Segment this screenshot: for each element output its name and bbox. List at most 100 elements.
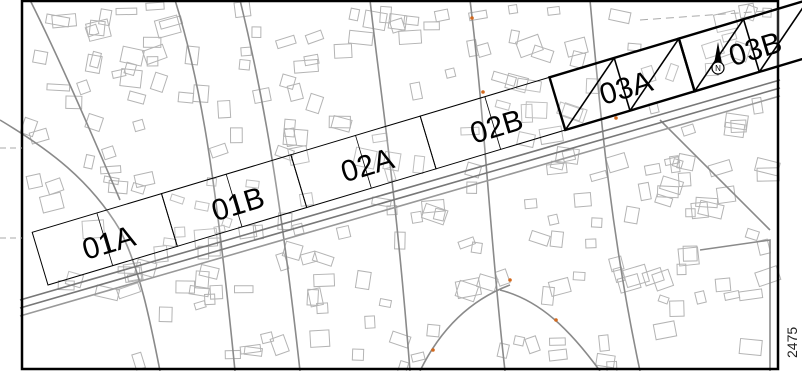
- building-block: [622, 263, 651, 289]
- building-block: [371, 196, 392, 208]
- building-block: [540, 285, 555, 306]
- building-block: [466, 181, 478, 194]
- building-block: [548, 348, 568, 362]
- building-block: [153, 245, 169, 264]
- building-block: [524, 335, 541, 355]
- building-block: [127, 90, 147, 105]
- building-block: [530, 44, 555, 64]
- building-block: [221, 216, 233, 229]
- building-block: [84, 23, 100, 38]
- building-block: [354, 269, 372, 291]
- building-block: [142, 36, 162, 48]
- building-block: [177, 91, 195, 104]
- building-block: [595, 352, 616, 369]
- boundary-line: [639, 9, 781, 21]
- map-marker: [614, 116, 618, 120]
- map-marker: [431, 348, 435, 352]
- building-block: [333, 43, 353, 59]
- building-block: [682, 245, 698, 262]
- building-block: [348, 7, 361, 22]
- building-block: [364, 315, 376, 329]
- road: [239, 0, 301, 371]
- building-block: [81, 219, 106, 240]
- building-block: [756, 238, 772, 256]
- building-block: [496, 342, 510, 359]
- building-block: [145, 1, 165, 11]
- building-block: [309, 329, 331, 348]
- building-block: [457, 236, 477, 250]
- building-block: [561, 148, 577, 163]
- sheet-divider: [96, 212, 114, 266]
- building-block: [379, 5, 393, 24]
- road: [29, 0, 121, 201]
- building-block: [470, 241, 483, 255]
- building-block: [153, 14, 182, 39]
- building-block: [433, 8, 450, 23]
- building-block: [685, 208, 696, 218]
- building-block: [198, 263, 220, 280]
- building-block: [409, 81, 424, 101]
- map-marker: [470, 16, 474, 20]
- sheet-divider: [613, 57, 631, 111]
- building-block: [98, 8, 113, 27]
- building-block: [572, 271, 586, 281]
- sheet-divider: [225, 174, 243, 227]
- building-block: [723, 121, 746, 139]
- building-block: [426, 323, 441, 338]
- building-block: [245, 179, 260, 189]
- building-block: [641, 266, 665, 287]
- building-block: [122, 261, 144, 284]
- building-block: [623, 205, 641, 225]
- building-block: [188, 284, 210, 298]
- map-markers: [431, 16, 618, 352]
- map-marker: [554, 318, 558, 322]
- building-block: [149, 71, 169, 94]
- street-network: [0, 0, 781, 371]
- building-block: [44, 177, 65, 196]
- road: [589, 0, 641, 371]
- road: [659, 119, 771, 231]
- building-block: [352, 146, 378, 170]
- building-block: [738, 288, 764, 302]
- building-block: [712, 9, 739, 34]
- building-block: [545, 162, 568, 176]
- building-block: [516, 131, 537, 149]
- building-block: [694, 290, 707, 305]
- building-block: [303, 53, 320, 67]
- building-block: [251, 26, 262, 38]
- building-block: [738, 337, 763, 357]
- north-arrow: N: [711, 42, 725, 76]
- building-block: [94, 284, 121, 302]
- building-block: [528, 229, 551, 247]
- building-block: [669, 300, 685, 318]
- building-block: [547, 213, 560, 226]
- building-block: [585, 78, 601, 95]
- building-block: [627, 42, 642, 52]
- building-block: [677, 246, 700, 267]
- building-block: [664, 62, 680, 82]
- road: [699, 239, 771, 371]
- building-block: [115, 7, 138, 16]
- building-block: [460, 126, 480, 136]
- building-block: [119, 45, 145, 67]
- building-block: [274, 34, 297, 50]
- building-block: [388, 330, 412, 349]
- building-block: [695, 196, 719, 209]
- building-block: [507, 4, 519, 15]
- building-block: [680, 123, 697, 137]
- building-block: [351, 348, 365, 361]
- building-block: [715, 185, 737, 205]
- building-block: [330, 114, 353, 133]
- building-block: [663, 156, 681, 167]
- building-block: [103, 175, 120, 186]
- building-block: [279, 73, 297, 91]
- road: [174, 0, 236, 371]
- building-block: [608, 8, 632, 25]
- building-block: [464, 161, 483, 179]
- building-block: [444, 67, 457, 79]
- building-block: [208, 142, 229, 159]
- building-block: [282, 127, 309, 147]
- sheet-divider: [355, 135, 372, 189]
- building-block: [46, 83, 71, 92]
